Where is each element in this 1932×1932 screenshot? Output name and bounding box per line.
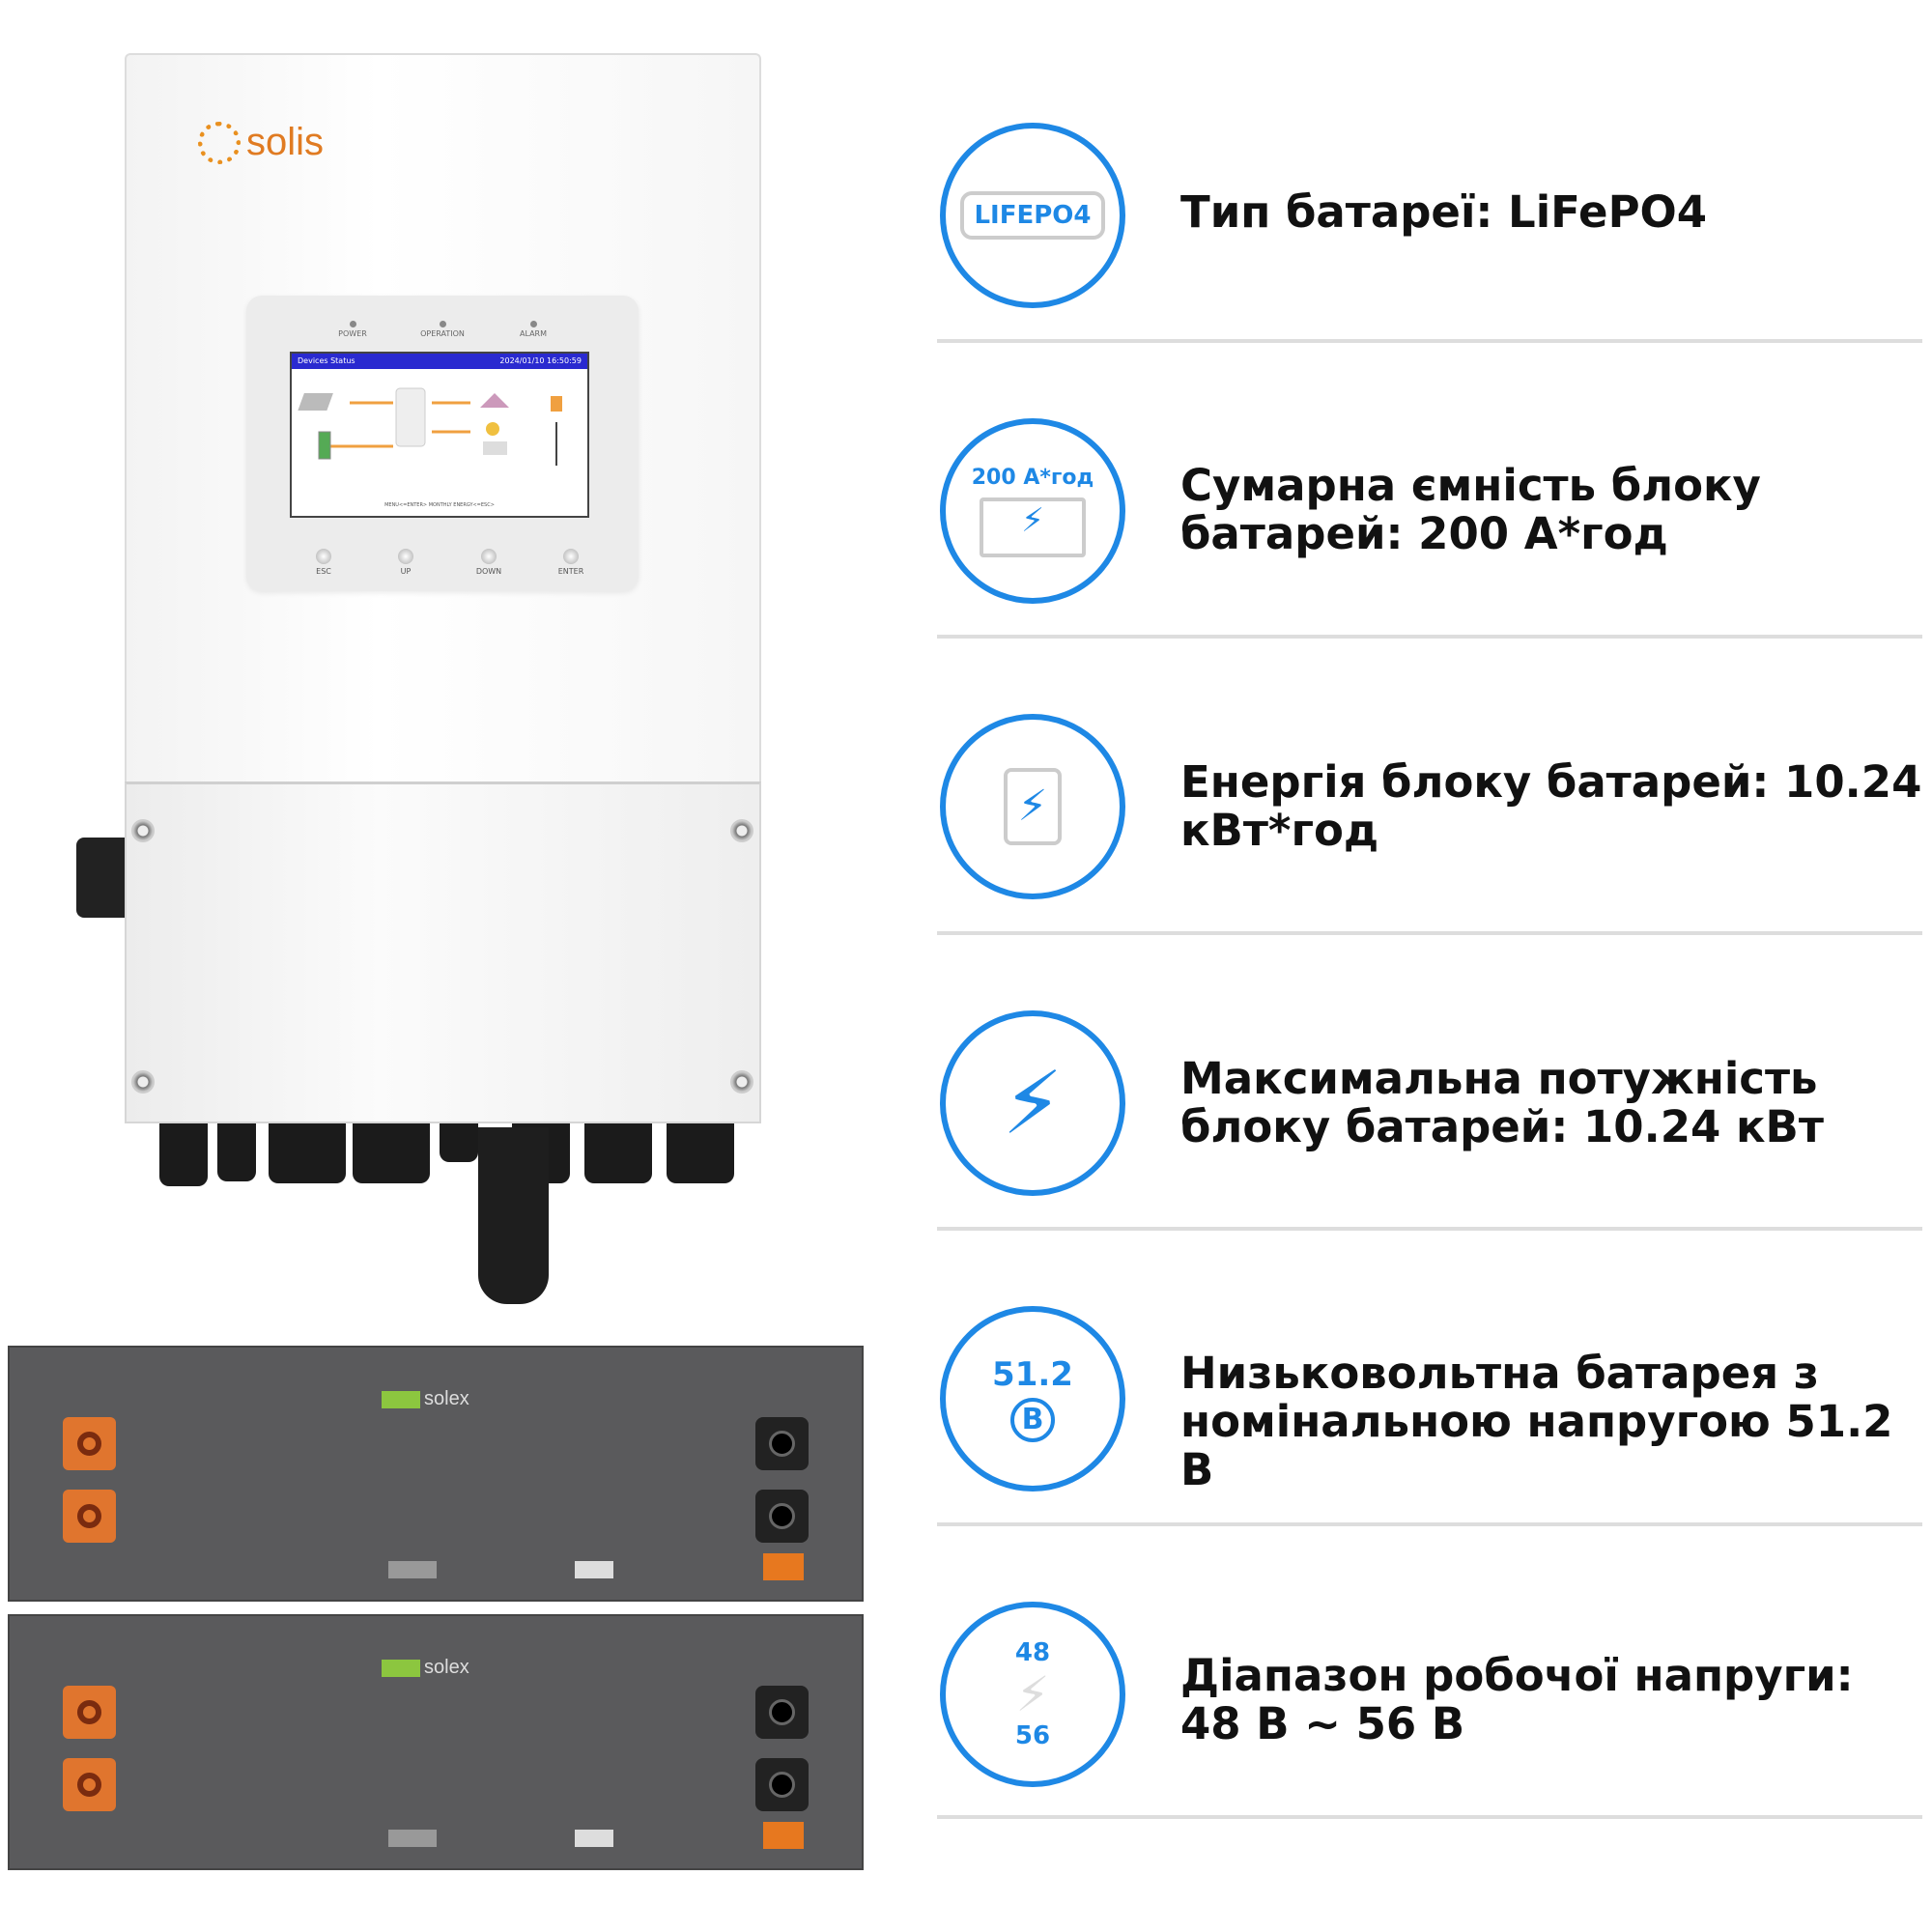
brand-text: solex: [424, 1388, 469, 1409]
screen-datetime: 2024/01/10 16:50:59: [499, 356, 582, 365]
battery-strength-icon: ⚡: [940, 714, 1125, 899]
led-power: POWER: [319, 321, 386, 338]
pv-connector: [217, 1123, 256, 1181]
divider: [937, 339, 1922, 343]
cable-gland: [353, 1123, 430, 1183]
button-label: DOWN: [475, 567, 502, 576]
cable-gland: [667, 1123, 734, 1183]
feature-energy: Енергія блоку батарей: 10.24 кВт*год: [1180, 756, 1922, 856]
icon-badge-max: 48: [1014, 1638, 1051, 1667]
cable-gland: [584, 1123, 652, 1183]
battery-switch: [763, 1553, 804, 1580]
led-alarm: ALARM: [499, 321, 567, 338]
led-operation: OPERATION: [409, 321, 476, 338]
wifi-dongle: [478, 1127, 549, 1304]
enter-button[interactable]: ENTER: [537, 549, 605, 576]
cable-gland: [440, 1123, 478, 1162]
divider: [937, 635, 1922, 639]
inverter-wiring-box: [125, 781, 761, 1123]
led-label: POWER: [338, 329, 367, 338]
esc-button[interactable]: ESC: [290, 549, 357, 576]
divider: [937, 1815, 1922, 1819]
brand-text: solis: [246, 121, 325, 163]
battery-module-2: solex: [8, 1614, 864, 1870]
feature-voltage-range: Діапазон робочої напруги: 48 В ~ 56 В: [1180, 1650, 1854, 1749]
icon-badge-min: 56: [1014, 1721, 1051, 1750]
screw-icon: [730, 819, 753, 842]
solis-logo: solis: [198, 121, 324, 164]
screen-footer: MENU<=ENTER> MONTHLY ENERGY<=ESC>: [384, 502, 495, 508]
cable-gland: [269, 1123, 346, 1183]
icon-badge: 51.2: [992, 1355, 1073, 1394]
button-label: ENTER: [557, 567, 584, 576]
led-label: OPERATION: [420, 329, 465, 338]
battery-module-1: solex: [8, 1346, 864, 1602]
led-label: ALARM: [519, 329, 548, 338]
car-battery-icon: 200 А*год⚡: [940, 418, 1125, 604]
voltage-range-icon: 48⚡56: [940, 1602, 1125, 1787]
feature-nominal-voltage: Низьковольтна батарея з номінальною напр…: [1180, 1348, 1893, 1495]
display-panel: POWER OPERATION ALARM Devices Status 2024…: [246, 296, 639, 591]
button-label: ESC: [316, 567, 331, 576]
lightning-icon: ⚡: [940, 1010, 1125, 1196]
dc-switch: [76, 838, 125, 918]
divider: [937, 931, 1922, 935]
icon-badge: 200 А*год: [971, 465, 1094, 490]
feature-battery-type: Тип батареї: LiFePO4: [1180, 186, 1708, 238]
solex-logo: solex: [382, 1388, 469, 1410]
icon-badge-unit: В: [1010, 1398, 1055, 1442]
icon-badge: LIFEPO4: [960, 191, 1105, 240]
lifepo4-battery-icon: LIFEPO4: [940, 123, 1125, 308]
divider: [937, 1522, 1922, 1526]
pv-connector: [159, 1123, 208, 1186]
divider: [937, 1227, 1922, 1231]
battery-switch: [763, 1822, 804, 1849]
energy-flow-diagram: [298, 387, 562, 466]
brand-text: solex: [424, 1657, 469, 1678]
down-button[interactable]: DOWN: [455, 549, 523, 576]
screw-icon: [131, 819, 155, 842]
solex-logo: solex: [382, 1657, 469, 1679]
lcd-screen: Devices Status 2024/01/10 16:50:59 MENU<=…: [290, 352, 589, 518]
screw-icon: [730, 1070, 753, 1094]
up-button[interactable]: UP: [372, 549, 440, 576]
feature-capacity: Сумарна ємність блоку батарей: 200 А*год: [1180, 460, 1761, 559]
screw-icon: [131, 1070, 155, 1094]
sun-icon: [198, 121, 241, 164]
button-label: UP: [400, 567, 412, 576]
screen-title: Devices Status: [298, 356, 355, 365]
feature-max-power: Максимальна потужність блоку батарей: 10…: [1180, 1053, 1824, 1152]
